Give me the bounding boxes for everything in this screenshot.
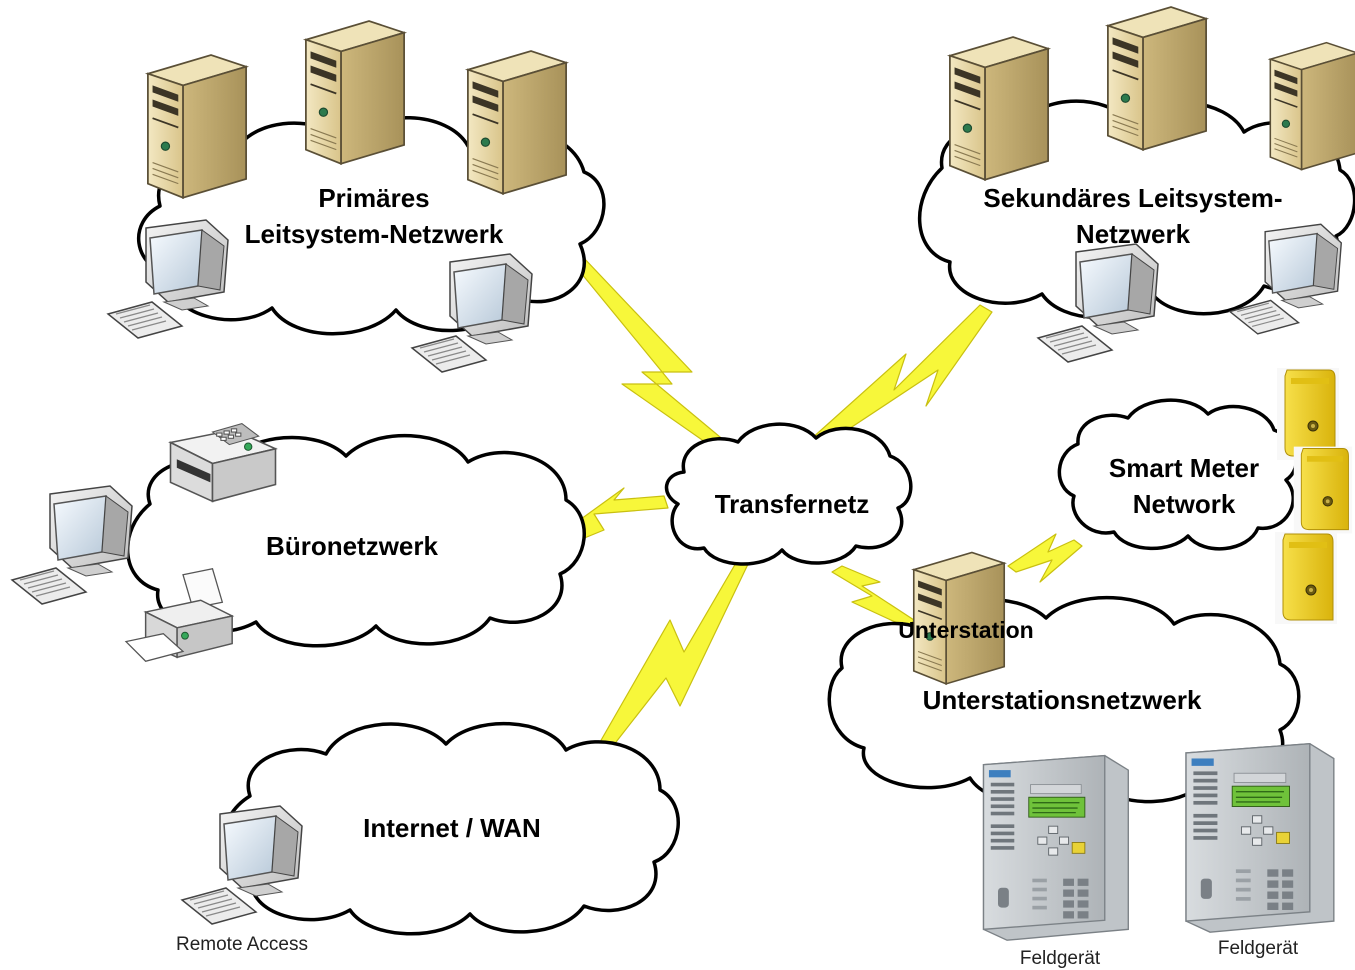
link-internet-transfer [591,555,751,761]
primary-server-1 [147,54,247,199]
smart-meter-1 [1276,367,1340,461]
secondary-server-2 [1107,6,1207,151]
cloud-internet-label: Internet / WAN [363,813,541,843]
cloud-secondary-label-line1: Sekundäres Leitsystem- [983,183,1283,213]
cloud-primary-label: Primäres Leitsystem-Netzwerk [245,180,504,252]
cloud-substation-label: Unterstationsnetzwerk [922,685,1202,715]
cloud-smart-meter-network [1057,398,1299,551]
smart-meter-2 [1293,446,1353,534]
field-device-2 [1185,742,1335,933]
primary-server-2 [305,20,405,165]
substation-server-label: Unterstation [898,617,1034,643]
cloud-smart-meter-label: Smart Meter Network [1109,450,1259,522]
link-substation-smartmeter [1007,533,1083,583]
field-device-1-label: Feldgerät [1019,948,1101,969]
cloud-primary-label-line1: Primäres [318,183,430,213]
office-workstation [11,485,133,605]
cloud-smart-meter-label-line1: Smart Meter [1108,453,1260,483]
field-device-2-label: Feldgerät [1217,938,1299,959]
cloud-office-label: Büronetzwerk [266,531,438,561]
cloud-primary-label-line2: Leitsystem-Netzwerk [244,219,504,249]
cloud-transfer-label: Transfernetz [714,489,870,519]
remote-access-label: Remote Access [176,934,308,955]
smart-meter-3 [1274,531,1338,625]
primary-server-3 [467,50,567,195]
cloud-transfer-network [664,422,913,566]
cloud-secondary-label: Sekundäres Leitsystem- Netzwerk [983,180,1282,252]
primary-workstation-1 [107,219,229,339]
cloud-secondary-label-line2: Netzwerk [1075,219,1191,249]
secondary-server-1 [949,36,1049,181]
secondary-server-3 [1269,41,1355,171]
field-device-1 [982,754,1130,941]
link-primary-transfer [571,255,739,459]
cloud-internet-wan [221,721,680,936]
link-secondary-transfer [809,304,993,449]
cloud-smart-meter-label-line2: Network [1132,489,1236,519]
